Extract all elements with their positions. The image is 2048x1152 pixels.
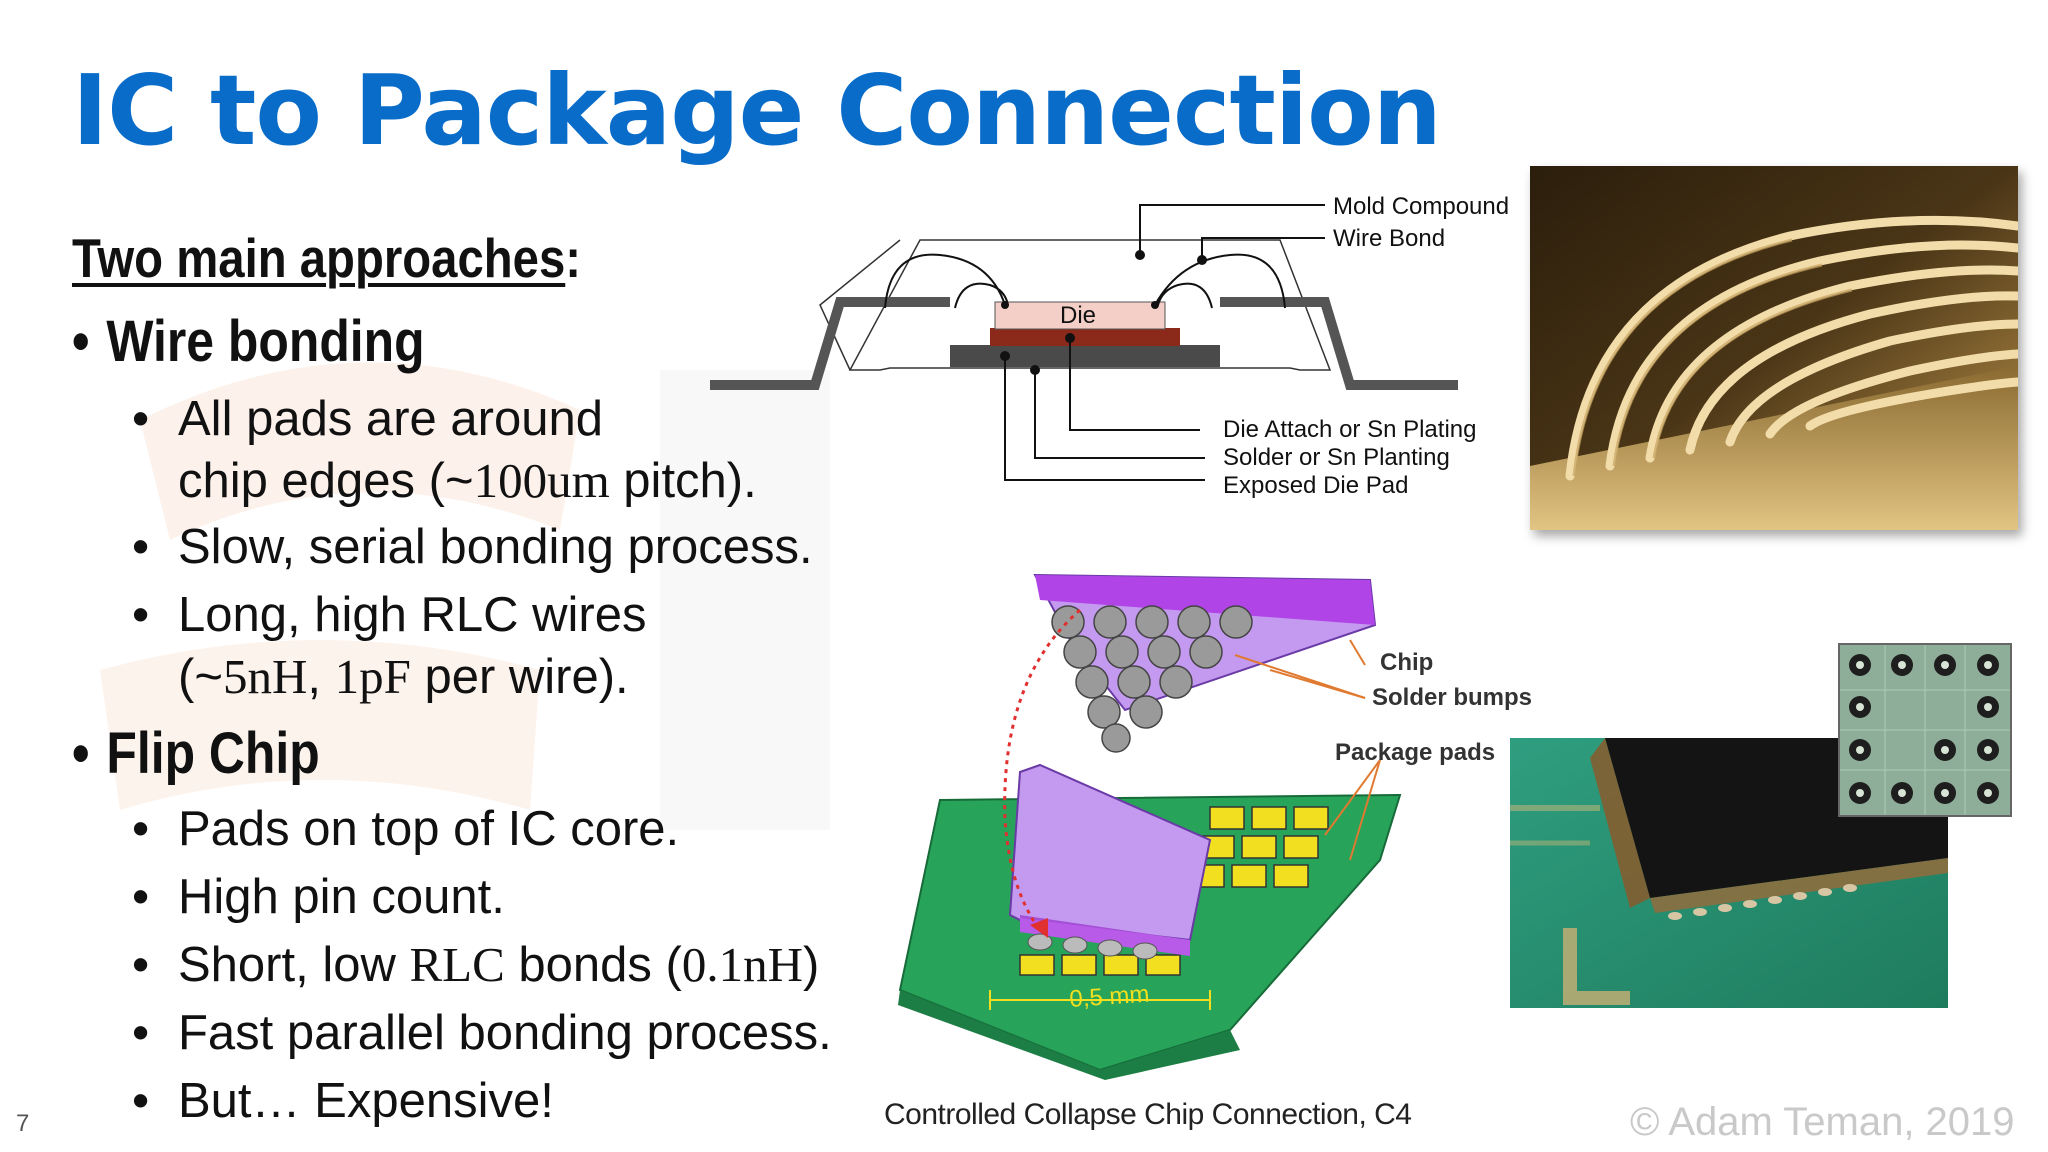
die-attach-label: Die Attach or Sn Plating [1223, 416, 1476, 443]
copyright: © Adam Teman, 2019 [1630, 1100, 2015, 1144]
wire-bond-package-diagram: Die Mold Compound Wire Bond Die Attach o… [710, 193, 1509, 499]
wire-bonding-item: •Wire bonding [72, 309, 425, 374]
wire-bond-right-outer [1154, 253, 1286, 309]
die-attach-layer [990, 328, 1180, 346]
solder-label: Solder or Sn Planting [1223, 444, 1450, 471]
flip-arrow [1003, 608, 1081, 931]
flip-chip-item: •Flip Chip [72, 721, 320, 786]
flip-chip-photo [1510, 738, 1948, 1008]
page-number: 7 [16, 1110, 30, 1137]
watermark [60, 250, 960, 850]
package-pads-label: Package pads [1335, 739, 1495, 766]
mold-compound-outline [848, 239, 1332, 371]
slide-title: IC to Package Connection [72, 54, 1442, 167]
wire-bond-right-inner [1157, 282, 1213, 309]
solder-bumps-label: Solder bumps [1372, 684, 1532, 711]
flip-chip-die-inset [1838, 643, 2012, 817]
chip-label: Chip [1380, 649, 1433, 676]
exposed-pad-label: Exposed Die Pad [1223, 472, 1408, 499]
flip-chip-diagram: 0,5 mm [898, 573, 1532, 1080]
wire-bond-photo [1530, 166, 2018, 530]
wire-bond-label: Wire Bond [1333, 225, 1445, 252]
mold-compound-label: Mold Compound [1333, 193, 1509, 220]
exposed-die-pad [950, 345, 1220, 367]
wire-bond-left-outer [884, 253, 1006, 309]
die-label: Die [1060, 302, 1096, 329]
die [994, 301, 1166, 330]
left-lead [710, 297, 950, 390]
placed-chip [1008, 763, 1212, 942]
approaches-heading: Two main approaches: [72, 227, 582, 289]
wire-bond-left-inner [954, 282, 1009, 309]
flip-chip-caption: Controlled Collapse Chip Connection, C4 [884, 1098, 1412, 1131]
right-lead [1220, 297, 1458, 390]
pitch-label: 0,5 mm [1069, 980, 1151, 1013]
